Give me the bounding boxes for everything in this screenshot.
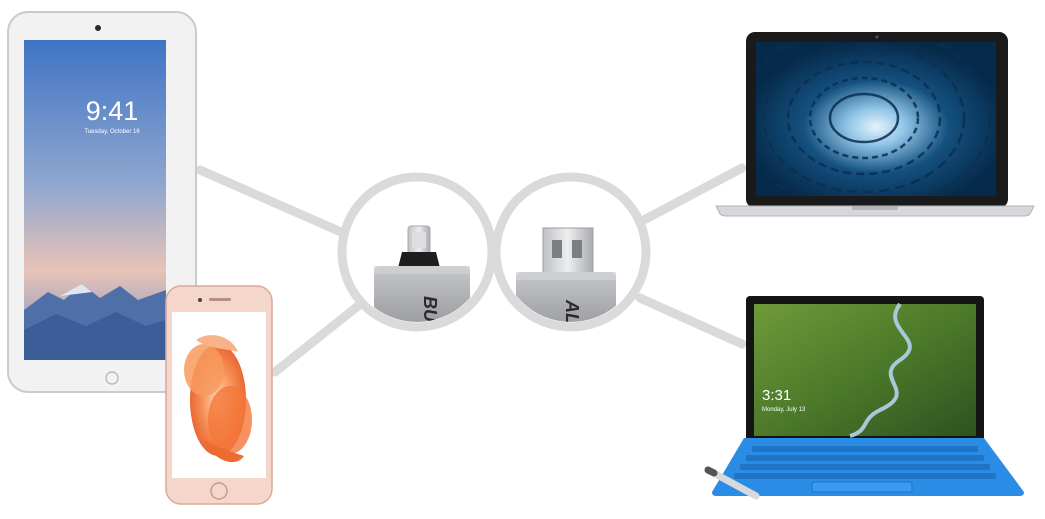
- ipad-lock-date: Tuesday, October 16: [84, 129, 140, 135]
- macbook-fish-school: [756, 42, 992, 196]
- usb-plug: [542, 227, 594, 275]
- ipad-lock-time: 9:41: [86, 96, 139, 126]
- iphone-betta-fish: [184, 335, 252, 463]
- lightning-adapter-body: [374, 266, 470, 322]
- ipad-camera: [95, 25, 101, 31]
- surface-river: [849, 302, 912, 438]
- macbook-device: [715, 32, 1035, 217]
- surface-pen: [704, 466, 760, 500]
- surface-keyboard: [712, 438, 1024, 496]
- line-adapter-to-surface: [635, 293, 747, 349]
- usb-adapter-brand: ALO: [562, 299, 582, 338]
- ipad-home-button: [105, 371, 119, 385]
- surface-screen: [754, 304, 976, 436]
- line-adapter-to-macbook: [635, 163, 747, 227]
- surface-trackpad: [811, 481, 913, 493]
- ipad-device: 9:41 Tuesday, October 16: [7, 11, 197, 393]
- usb-adapter-body: [516, 272, 616, 322]
- surface-lock-time: 3:31: [762, 387, 791, 404]
- connector-lines: [195, 163, 747, 377]
- macbook-base: [715, 205, 1035, 217]
- iphone-device: [165, 285, 273, 505]
- lightning-adapter-brand: BUFF: [420, 296, 440, 345]
- line-iphone-to-adapter: [270, 301, 363, 377]
- iphone-home-button: [210, 482, 228, 500]
- lightning-adapter: BUFF: [337, 172, 497, 345]
- line-ipad-to-adapter: [195, 165, 355, 241]
- surface-lock-date: Monday, July 13: [762, 407, 806, 413]
- usb-adapter: ALO: [491, 172, 651, 338]
- macbook-screen: [756, 42, 996, 196]
- ipad-mountains: [24, 284, 166, 360]
- surface-device: 3:31 Monday, July 13: [704, 296, 1024, 500]
